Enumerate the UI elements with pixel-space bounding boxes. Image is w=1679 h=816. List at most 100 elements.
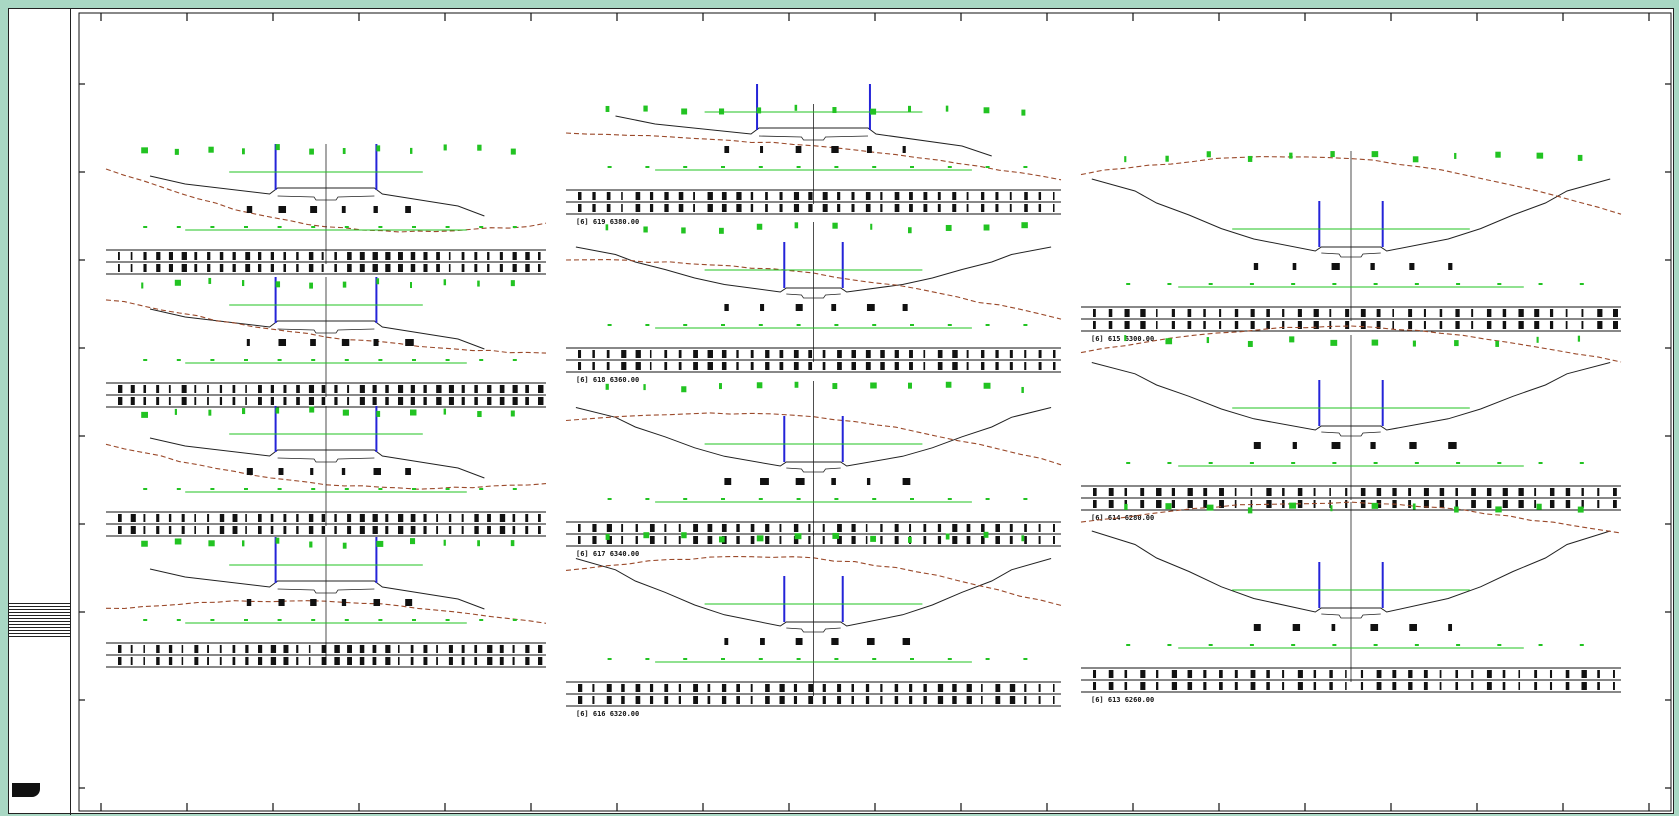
elevation-label-mark — [1021, 222, 1028, 229]
elevation-value-mark — [831, 478, 836, 485]
data-table-value — [721, 684, 727, 692]
data-table-value — [822, 362, 826, 370]
offset-label-mark — [512, 488, 517, 490]
data-table-value — [779, 192, 783, 200]
offset-label-mark — [834, 658, 839, 660]
data-table-value — [1329, 670, 1333, 678]
elevation-value-mark — [866, 146, 872, 153]
data-table-value — [1108, 682, 1114, 690]
data-table-value — [865, 350, 871, 358]
data-table-value — [308, 514, 314, 522]
elevation-value-mark — [1292, 442, 1297, 449]
data-table-value — [525, 264, 530, 272]
elevation-label-mark — [141, 147, 148, 154]
offset-label-mark — [645, 324, 650, 326]
data-table-value — [578, 696, 583, 704]
data-table-value — [156, 514, 160, 522]
data-table-value — [1093, 500, 1097, 508]
offset-label-mark — [1497, 462, 1502, 464]
data-table-value — [1282, 682, 1285, 690]
elevation-label-mark — [908, 227, 912, 234]
data-table-value — [621, 204, 623, 212]
offset-label-mark — [1414, 462, 1419, 464]
data-table-value — [1486, 682, 1492, 690]
data-table-value — [981, 350, 985, 358]
elevation-value-mark — [1331, 442, 1341, 449]
data-table-value — [779, 684, 785, 692]
data-table-value — [937, 524, 942, 532]
data-table-value — [923, 204, 928, 212]
offset-label-mark — [758, 324, 763, 326]
data-table-value — [194, 514, 196, 522]
data-table-value — [1565, 309, 1568, 317]
data-table-value — [707, 350, 713, 358]
data-table-value — [1518, 321, 1524, 329]
offset-label-mark — [1332, 283, 1337, 285]
elevation-label-mark — [605, 224, 609, 231]
elevation-value-mark — [795, 638, 803, 645]
data-table-value — [1613, 321, 1618, 329]
data-table-value — [347, 264, 352, 272]
data-table-value — [347, 645, 352, 653]
data-table-value — [308, 385, 315, 393]
data-table-value — [487, 526, 491, 534]
data-table-value — [1455, 321, 1460, 329]
data-table-value — [1392, 488, 1397, 496]
title-block-row — [9, 606, 71, 609]
data-table-value — [937, 192, 941, 200]
data-table-value — [1250, 500, 1253, 508]
elevation-label-mark — [719, 108, 725, 115]
elevation-label-mark — [794, 533, 802, 540]
data-table-value — [995, 696, 1001, 704]
data-table-value — [1171, 321, 1175, 329]
data-table-value — [1124, 682, 1128, 690]
offset-label-mark — [176, 619, 181, 621]
data-table-value — [837, 204, 841, 212]
data-table-value — [1345, 670, 1347, 678]
elevation-label-mark — [1536, 152, 1544, 159]
elevation-label-mark — [908, 536, 912, 543]
data-table-value — [1093, 309, 1096, 317]
data-table-value — [635, 536, 638, 544]
data-table-value — [398, 397, 404, 405]
elevation-label-mark — [1165, 155, 1169, 162]
data-table-value — [1565, 670, 1570, 678]
data-table-value — [448, 385, 454, 393]
data-table-value — [423, 526, 427, 534]
elevation-value-mark — [278, 339, 287, 346]
data-table-value — [1140, 500, 1145, 508]
elevation-value-mark — [405, 468, 411, 475]
offset-label-mark — [1538, 283, 1543, 285]
data-table-value — [1486, 321, 1492, 329]
elevation-label-mark — [1412, 503, 1416, 510]
data-table-value — [474, 397, 478, 405]
data-table-value — [398, 385, 404, 393]
data-table-value — [995, 684, 1001, 692]
elevation-label-mark — [410, 282, 413, 289]
data-table-value — [981, 204, 985, 212]
elevation-value-mark — [405, 599, 413, 606]
data-table-value — [1266, 488, 1272, 496]
data-table-value — [635, 192, 641, 200]
station-label: [6] 618 6360.00 — [576, 376, 639, 384]
elevation-value-mark — [310, 468, 314, 475]
data-table-value — [219, 645, 222, 653]
data-table-value — [750, 350, 754, 358]
data-table-value — [1408, 488, 1412, 496]
data-table-value — [1392, 321, 1395, 329]
elevation-label-mark — [1495, 151, 1501, 158]
elevation-label-mark — [410, 409, 417, 416]
data-table-value — [1360, 321, 1366, 329]
data-table-value — [1471, 488, 1476, 496]
elevation-label-mark — [870, 223, 873, 230]
data-table-value — [1502, 670, 1506, 678]
data-table-value — [359, 526, 365, 534]
data-table-value — [592, 192, 596, 200]
elevation-label-mark — [832, 383, 838, 390]
elevation-value-mark — [1253, 442, 1261, 449]
offset-label-mark — [378, 619, 383, 621]
data-table-value — [1549, 488, 1555, 496]
title-block-table — [9, 603, 71, 815]
data-table-value — [512, 385, 518, 393]
offset-label-mark — [412, 359, 416, 361]
